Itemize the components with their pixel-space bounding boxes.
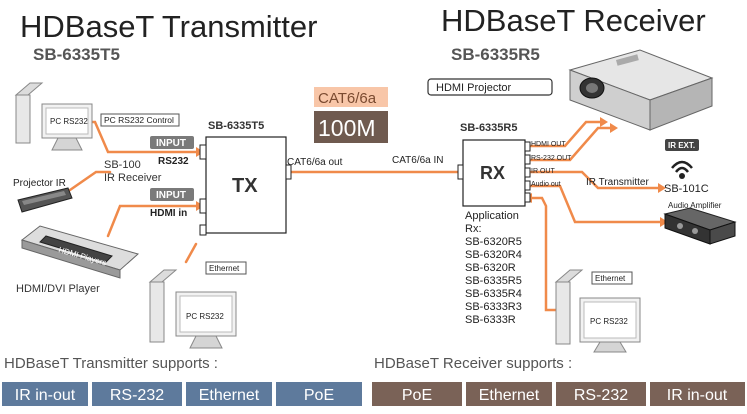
hdmi-dvi-player-label: HDMI/DVI Player <box>16 283 100 295</box>
application-line: SB-6320R4 <box>465 249 522 261</box>
rx-box-model: SB-6335R5 <box>460 122 517 134</box>
tx-supports-badges: IR in-out RS-232 Ethernet PoE <box>2 382 362 406</box>
tx-ethernet-tag <box>205 261 247 275</box>
pc-rs232-control-label: PC RS232 Control <box>104 115 174 125</box>
ir-transmitter-label: IR Transmitter <box>586 177 649 188</box>
cable-lines <box>68 120 662 312</box>
hdmi-player-device <box>20 225 140 279</box>
sb101c-label: SB-101C <box>664 183 709 195</box>
hdmi-projector-tag <box>427 78 553 96</box>
rx-support-badge <box>372 382 462 406</box>
audio-amplifier-device <box>663 207 737 245</box>
ir-out-label: IR OUT <box>531 168 555 175</box>
cable-badge <box>314 87 388 107</box>
ir-remote-control <box>17 187 73 213</box>
tx-support-label: RS-232 <box>110 387 164 404</box>
ir-signal-icon <box>671 160 693 173</box>
pc-rs232-label-right: PC RS232 <box>590 317 628 326</box>
application-line: SB-6320R <box>465 262 516 274</box>
cable-badge-label: CAT6/6a <box>318 90 377 107</box>
audio-out-label: Audio out <box>531 181 561 188</box>
input-tag-2-label: INPUT <box>156 190 186 201</box>
projector-ir-label: Projector IR <box>13 178 66 189</box>
rx-support-label: RS-232 <box>574 387 628 404</box>
rx-supports-badges: PoE Ethernet RS-232 IR in-out <box>372 382 745 406</box>
tx-support-badge <box>2 382 88 406</box>
ir-ext-tag <box>665 139 699 151</box>
application-line: SB-6333R <box>465 314 516 326</box>
rx-support-label: PoE <box>402 387 432 404</box>
ir-emitter-dot <box>679 173 685 179</box>
tx-support-label: Ethernet <box>199 387 260 404</box>
projector-device <box>568 49 714 131</box>
rx-supports-heading: HDBaseT Receiver supports : <box>374 355 572 372</box>
tx-support-label: IR in-out <box>15 387 76 404</box>
tx-box-text: TX <box>232 175 258 197</box>
rx-support-label: Ethernet <box>479 387 540 404</box>
application-line: Application <box>465 210 519 222</box>
audio-amplifier-label: Audio Amplifier <box>668 201 722 210</box>
tx-ethernet-label: Ethernet <box>209 264 240 273</box>
rx-support-badge <box>556 382 646 406</box>
transmitter-title: HDBaseT Transmitter <box>20 9 317 44</box>
rs232-out-label: RS-232 OUT <box>531 155 572 162</box>
rs232-label: RS232 <box>158 156 189 167</box>
rx-box-text: RX <box>480 163 505 183</box>
tx-box-model: SB-6335T5 <box>208 120 264 132</box>
hdmi-projector-label: HDMI Projector <box>436 82 512 94</box>
input-tag-2 <box>150 188 194 201</box>
hdmi-in-label: HDMI in <box>150 208 187 219</box>
input-tag-1-label: INPUT <box>156 138 186 149</box>
application-line: SB-6320R5 <box>465 236 522 248</box>
pc-rs232-computer-top <box>14 82 93 151</box>
speed-badge <box>314 111 388 143</box>
cat-in-label: CAT6/6a IN <box>392 155 444 166</box>
receiver-model: SB-6335R5 <box>451 45 540 64</box>
pc-rs232-label-bottom: PC RS232 <box>186 312 224 321</box>
rx-support-badge <box>650 382 745 406</box>
tx-device <box>199 136 292 236</box>
tx-supports-heading: HDBaseT Transmitter supports : <box>4 355 218 372</box>
application-line: SB-6333R3 <box>465 301 522 313</box>
tx-support-label: PoE <box>304 387 334 404</box>
cat-out-label: CAT6/6a out <box>287 157 343 168</box>
sb100-model: SB-100 <box>104 159 141 171</box>
pc-rs232-computer-right <box>554 269 641 353</box>
rx-support-badge <box>466 382 552 406</box>
receiver-title: HDBaseT Receiver <box>441 3 706 38</box>
pc-rs232-label-top: PC RS232 <box>50 117 88 126</box>
application-line: SB-6335R4 <box>465 288 522 300</box>
transmitter-model: SB-6335T5 <box>33 45 120 64</box>
rx-ethernet-label: Ethernet <box>595 274 626 283</box>
ir-ext-label: IR EXT. <box>668 141 695 150</box>
application-line: Rx: <box>465 223 482 235</box>
application-list: Application Rx: SB-6320R5 SB-6320R4 SB-6… <box>465 210 522 326</box>
input-tag-1 <box>150 136 194 149</box>
rx-ethernet-tag <box>591 271 633 285</box>
rx-support-label: IR in-out <box>667 387 728 404</box>
pc-rs232-control-tag <box>100 113 180 127</box>
tx-support-badge <box>92 382 182 406</box>
speed-badge-label: 100M <box>318 115 376 141</box>
tx-support-badge <box>186 382 272 406</box>
tx-support-badge <box>276 382 362 406</box>
rx-device <box>457 139 531 207</box>
application-line: SB-6335R5 <box>465 275 522 287</box>
ir-receiver-label: IR Receiver <box>104 172 162 184</box>
hdmi-out-label: HDMI OUT <box>531 141 566 148</box>
pc-rs232-computer-bottom <box>148 269 237 349</box>
